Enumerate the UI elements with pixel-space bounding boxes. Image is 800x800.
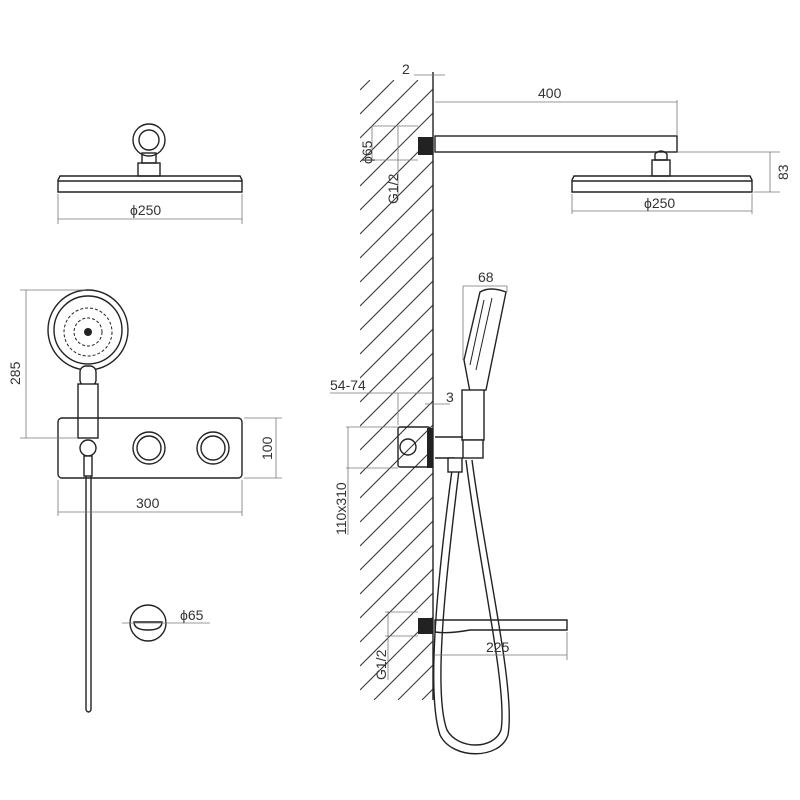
hatch-line bbox=[360, 472, 433, 547]
shower-hose bbox=[433, 457, 510, 755]
dimension-arm-length: 400 bbox=[435, 85, 678, 136]
label-head-drop: 83 bbox=[775, 164, 791, 180]
dimension-wall-depth: 54-74 3 bbox=[330, 377, 454, 425]
label-thread-bottom: G1/2 bbox=[373, 649, 389, 680]
label-spout-flange-diameter: ϕ65 bbox=[180, 607, 204, 623]
hatch-line bbox=[360, 80, 395, 115]
dimension-thread-bottom: G1/2 bbox=[373, 611, 418, 680]
valve-panel-front-view bbox=[57, 417, 243, 713]
hatch-line bbox=[360, 544, 433, 619]
hatch-line bbox=[360, 208, 433, 283]
hatch-line bbox=[360, 328, 433, 403]
dimension-head-diameter-side: ϕ250 bbox=[571, 194, 753, 214]
dimension-flange-top: ϕ65 G1/2 bbox=[359, 125, 418, 204]
label-head-diameter-front: ϕ250 bbox=[130, 202, 161, 218]
hatch-line bbox=[360, 376, 433, 451]
hand-shower-front-view bbox=[47, 289, 129, 439]
hatch-line bbox=[397, 664, 433, 700]
hatch-line bbox=[360, 304, 433, 379]
hatch-line bbox=[360, 112, 433, 187]
label-thread-top: G1/2 bbox=[385, 173, 401, 204]
hatch-line bbox=[360, 496, 433, 571]
label-panel-height: 100 bbox=[259, 436, 275, 460]
dimension-box-size: 110x310 bbox=[333, 426, 398, 535]
hatch-line bbox=[360, 232, 433, 307]
dimension-panel-height: 100 bbox=[244, 417, 282, 479]
dimension-panel-width: 300 bbox=[57, 480, 243, 516]
hand-shower-side-view bbox=[461, 288, 507, 459]
spout-side-view bbox=[418, 618, 568, 634]
hatch-line bbox=[360, 400, 433, 475]
hatch-line bbox=[360, 160, 433, 235]
label-wall-depth: 54-74 bbox=[330, 377, 366, 393]
hatch-line bbox=[421, 688, 433, 700]
hatch-line bbox=[360, 520, 433, 595]
hatch-line bbox=[360, 256, 433, 331]
concealed-valve-box bbox=[397, 426, 463, 468]
label-box-size: 110x310 bbox=[333, 482, 349, 535]
label-handheld-height: 285 bbox=[7, 361, 23, 385]
dimension-handheld-width: 68 bbox=[462, 269, 508, 360]
hatch-line bbox=[360, 448, 433, 523]
dimension-wall-gap: 2 bbox=[402, 61, 445, 77]
dimension-head-drop: 83 bbox=[678, 151, 791, 193]
shower-head-front-view bbox=[57, 123, 243, 193]
hatch-line bbox=[360, 424, 433, 499]
spout-front-view: ϕ65 bbox=[122, 604, 210, 642]
label-panel-offset: 3 bbox=[446, 389, 454, 405]
dimension-spout-length: 225 bbox=[435, 632, 568, 660]
dimension-head-diameter-front: ϕ250 bbox=[57, 194, 243, 224]
hatch-line bbox=[360, 280, 433, 355]
wall-hatch bbox=[360, 80, 433, 700]
hatch-line bbox=[360, 592, 433, 667]
label-panel-width: 300 bbox=[136, 495, 160, 511]
hatch-line bbox=[360, 80, 371, 91]
shower-arm-side-view bbox=[418, 135, 753, 193]
label-arm-length: 400 bbox=[538, 85, 562, 101]
hatch-line bbox=[373, 640, 433, 700]
hatch-line bbox=[360, 80, 419, 139]
label-spout-length: 225 bbox=[486, 639, 510, 655]
label-head-diameter-side: ϕ250 bbox=[644, 195, 675, 211]
label-wall-gap: 2 bbox=[402, 61, 410, 77]
hatch-line bbox=[360, 352, 433, 427]
label-handheld-width: 68 bbox=[478, 269, 494, 285]
dimension-handheld-height: 285 bbox=[7, 289, 86, 439]
hatch-line bbox=[360, 568, 433, 643]
label-flange-top: ϕ65 bbox=[359, 140, 375, 164]
hatch-line bbox=[360, 184, 433, 259]
